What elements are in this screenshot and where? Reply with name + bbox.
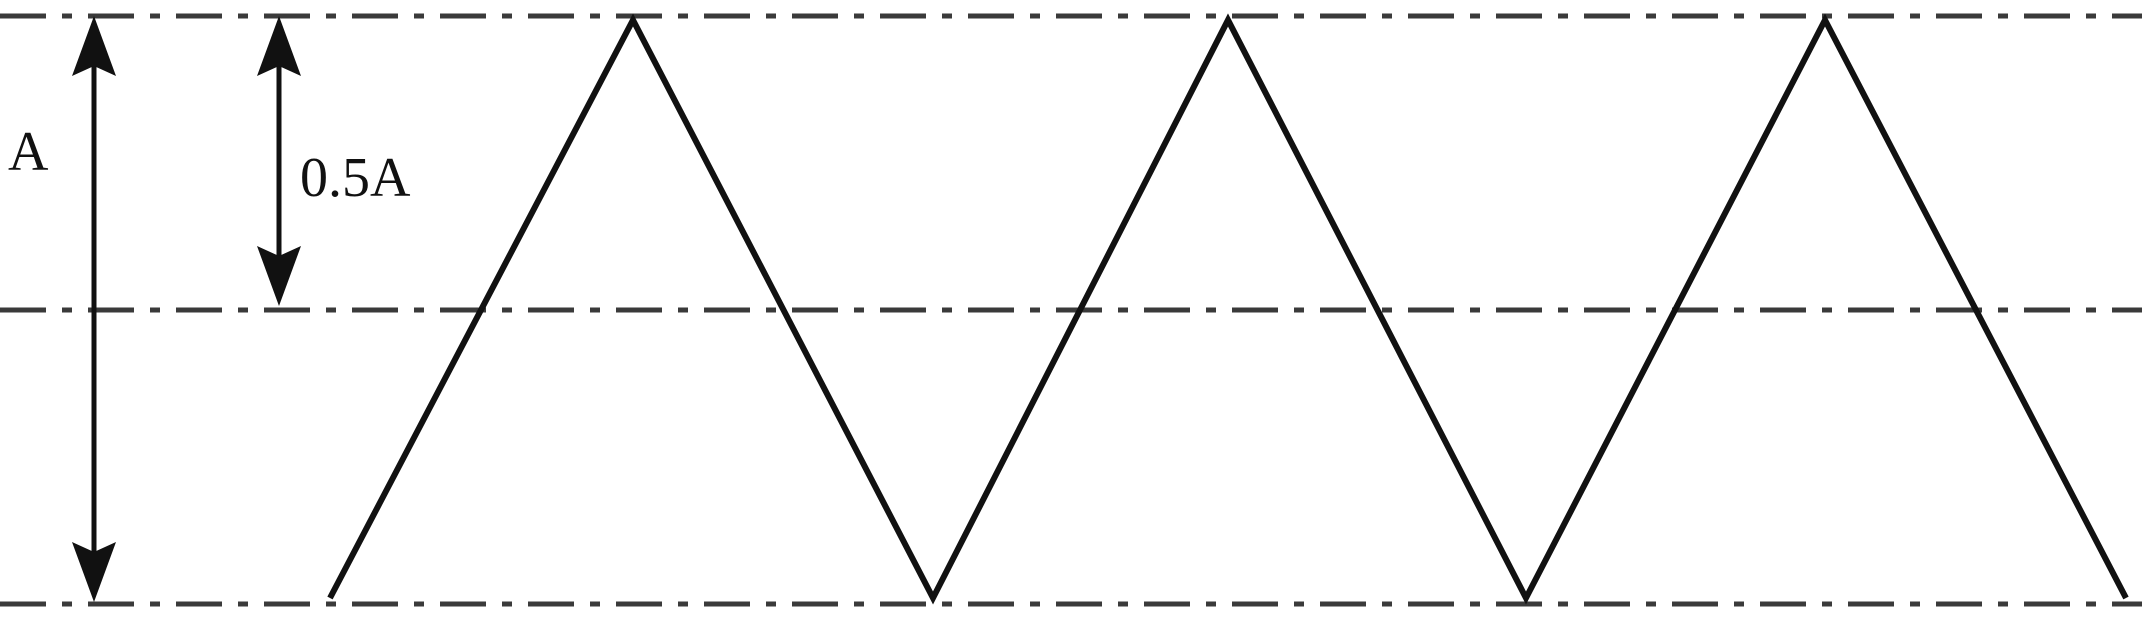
- half-amplitude-arrow: [257, 16, 301, 306]
- half-amplitude-arrow-bottom-head: [257, 246, 301, 306]
- half-amplitude-label: 0.5A: [300, 147, 411, 209]
- amplitude-arrow: [72, 16, 116, 602]
- amplitude-arrow-top-head: [72, 16, 116, 76]
- triangle-wave: [327, 13, 2129, 605]
- amplitude-label: A: [8, 121, 49, 183]
- half-amplitude-arrow-top-head: [257, 16, 301, 76]
- amplitude-arrow-bottom-head: [72, 542, 116, 602]
